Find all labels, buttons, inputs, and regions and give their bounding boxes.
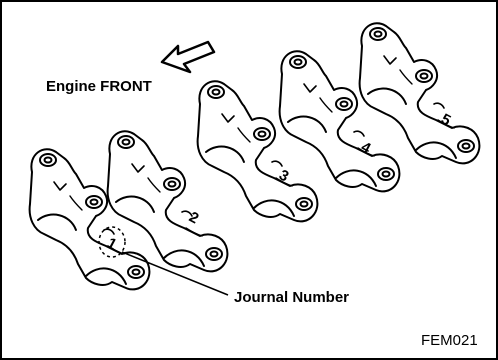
bearing-cap-5 xyxy=(358,22,481,165)
engine-front-label: Engine FRONT xyxy=(46,78,152,95)
front-arrow-icon xyxy=(160,40,216,74)
journal-number-highlight xyxy=(98,226,126,258)
journal-number-3: 3 xyxy=(276,167,291,186)
journal-leader-line xyxy=(121,251,229,296)
figure-code: FEM021 xyxy=(421,332,478,349)
journal-number-label: Journal Number xyxy=(234,289,350,306)
